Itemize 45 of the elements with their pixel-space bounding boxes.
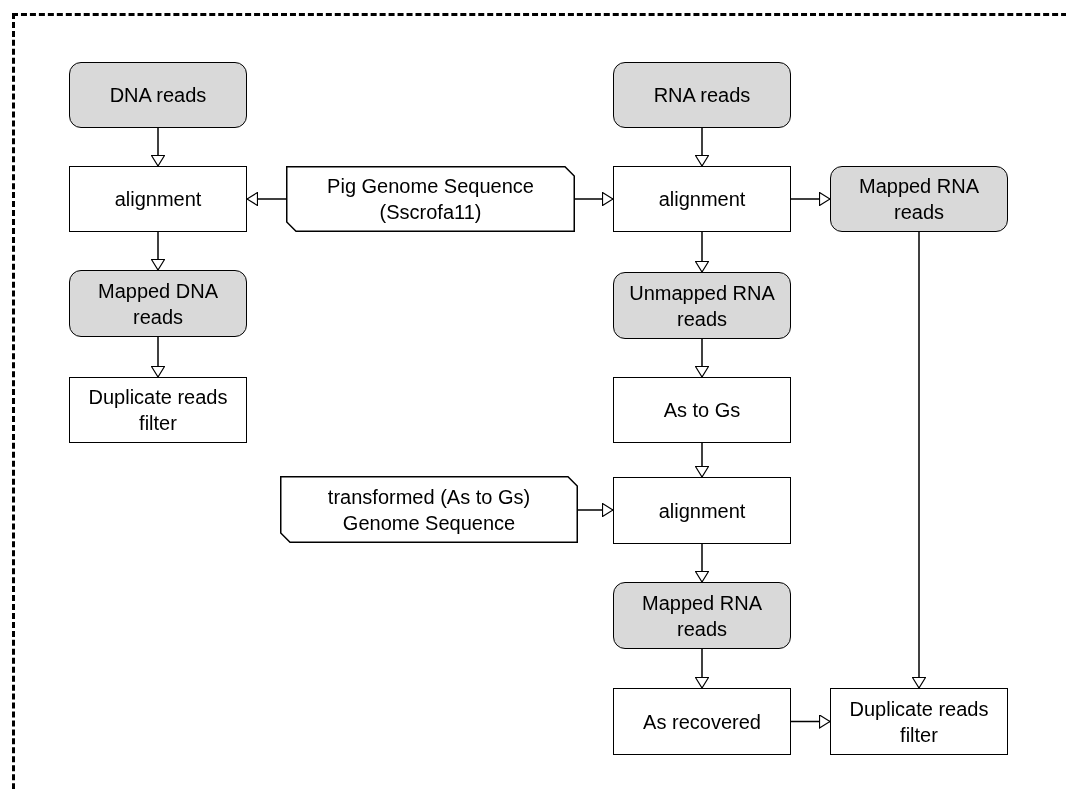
arrow [694,543,710,583]
data-box [69,62,247,128]
document-shape [286,166,575,232]
node-label: Pig Genome Sequence (Sscrofa11) [326,174,535,225]
node-label: As recovered [643,709,761,735]
process-box [69,377,247,443]
data-box [830,166,1008,232]
arrow [694,648,710,689]
node-label: As to Gs [663,398,741,423]
data-box [613,62,791,128]
node-label: Mapped RNA reads [857,174,981,225]
node-label: alignment [658,498,746,524]
arrow [790,714,831,729]
data-box [613,582,791,649]
node-label: Mapped RNA reads [640,590,764,642]
data-box [613,272,791,339]
arrow [577,502,614,518]
arrow [150,336,166,378]
arrow [911,231,927,689]
process-box [830,688,1008,755]
arrow [246,191,287,207]
node-label: transformed (As to Gs) Genome Sequence [326,484,532,536]
node-label: Duplicate reads filter [87,385,229,436]
process-box [613,688,791,755]
process-box [613,377,791,443]
arrow [694,442,710,478]
process-box [69,166,247,232]
arrow [790,191,831,207]
arrow [694,127,710,167]
process-box [613,166,791,232]
arrow [694,338,710,378]
arrow [150,231,166,271]
arrow [694,231,710,273]
node-label: Mapped DNA reads [96,278,220,330]
data-box [69,270,247,337]
node-label: alignment [658,187,746,212]
arrow [574,191,614,207]
node-label: RNA reads [653,83,751,108]
arrow [150,127,166,167]
node-label: Duplicate reads filter [848,696,990,748]
node-label: DNA reads [109,83,207,108]
node-label: alignment [114,187,202,212]
node-label: Unmapped RNA reads [628,280,776,332]
document-shape [280,476,578,543]
process-box [613,477,791,544]
